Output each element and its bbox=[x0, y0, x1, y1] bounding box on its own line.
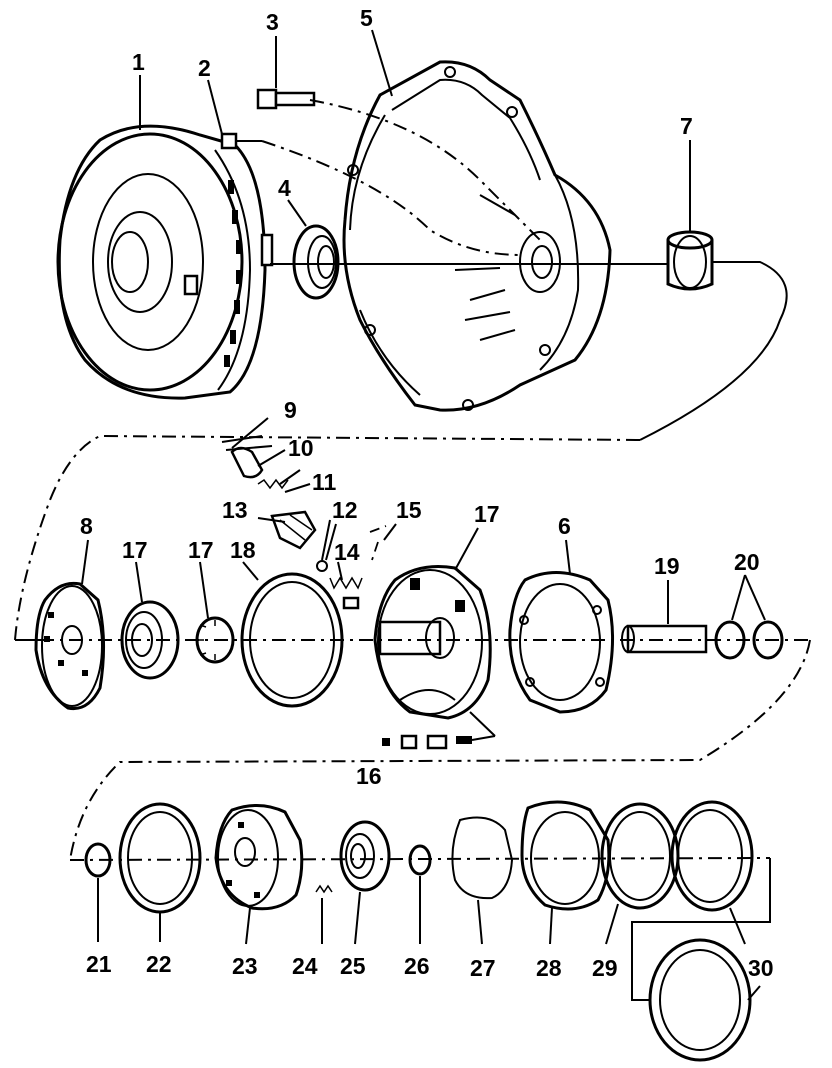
part-bushing-7 bbox=[666, 230, 714, 291]
callout-10: 10 bbox=[288, 435, 314, 461]
part-pump-plate-8 bbox=[34, 581, 106, 711]
callout-7: 7 bbox=[680, 113, 693, 139]
part-bolt-2 bbox=[220, 132, 262, 150]
callout-9: 9 bbox=[284, 397, 297, 423]
callout-30-a: 30 bbox=[748, 955, 774, 981]
part-pump-body-17 bbox=[373, 565, 492, 720]
callout-17-a: 17 bbox=[122, 537, 148, 563]
part-pin-12 bbox=[316, 519, 331, 572]
callout-14: 14 bbox=[334, 539, 360, 565]
part-torque-converter bbox=[56, 124, 274, 400]
callout-26: 26 bbox=[404, 953, 430, 979]
part-valve-9-10 bbox=[221, 435, 273, 479]
part-spring-24 bbox=[315, 884, 333, 894]
callout-11: 11 bbox=[312, 469, 337, 495]
callout-1: 1 bbox=[132, 49, 145, 75]
part-snap-ring-26 bbox=[408, 844, 432, 876]
callout-21: 21 bbox=[86, 951, 112, 977]
callout-5: 5 bbox=[360, 5, 373, 31]
part-gasket-6 bbox=[508, 571, 614, 714]
callout-28: 28 bbox=[536, 955, 562, 981]
callout-12: 12 bbox=[332, 497, 358, 523]
callout-13: 13 bbox=[222, 497, 248, 523]
callout-17-c: 17 bbox=[474, 501, 500, 527]
part-bearing-25 bbox=[339, 820, 391, 892]
part-hub-23 bbox=[214, 804, 304, 911]
callout-6: 6 bbox=[558, 513, 571, 539]
callout-8: 8 bbox=[80, 513, 93, 539]
part-spring-11 bbox=[257, 469, 301, 490]
part-washer-21 bbox=[84, 842, 112, 878]
part-ring-22 bbox=[118, 802, 202, 914]
callout-16: 16 bbox=[356, 763, 382, 789]
callout-29: 29 bbox=[592, 955, 618, 981]
leader-lines bbox=[81, 29, 766, 1001]
part-sleeve-19 bbox=[621, 624, 708, 654]
callout-20: 20 bbox=[734, 549, 760, 575]
part-plate-13 bbox=[270, 510, 317, 550]
part-bolt-3 bbox=[256, 88, 316, 110]
callout-17-b: 17 bbox=[188, 537, 214, 563]
callout-2: 2 bbox=[198, 55, 211, 81]
part-plate-28 bbox=[520, 800, 611, 911]
part-seal-4 bbox=[292, 224, 340, 300]
callout-24: 24 bbox=[292, 953, 318, 979]
callout-18: 18 bbox=[230, 537, 256, 563]
part-spring-14 bbox=[329, 576, 363, 610]
callout-27: 27 bbox=[470, 955, 496, 981]
callout-15: 15 bbox=[396, 497, 422, 523]
part-drum-30 bbox=[670, 800, 754, 912]
part-plate-27 bbox=[451, 816, 514, 900]
callout-25: 25 bbox=[340, 953, 366, 979]
part-converter-housing bbox=[342, 60, 612, 412]
callout-3: 3 bbox=[266, 9, 279, 35]
callout-23: 23 bbox=[232, 953, 258, 979]
part-clutch-plate-29 bbox=[600, 802, 680, 910]
callout-19: 19 bbox=[654, 553, 680, 579]
callout-4: 4 bbox=[278, 175, 291, 201]
part-valve-16 bbox=[382, 711, 496, 750]
callout-22: 22 bbox=[146, 951, 172, 977]
part-race-30 bbox=[648, 938, 752, 1062]
callout-numbers: 1 2 3 4 5 6 7 8 9 10 11 12 13 14 15 16 1… bbox=[80, 5, 774, 981]
part-pin-15 bbox=[369, 525, 387, 561]
